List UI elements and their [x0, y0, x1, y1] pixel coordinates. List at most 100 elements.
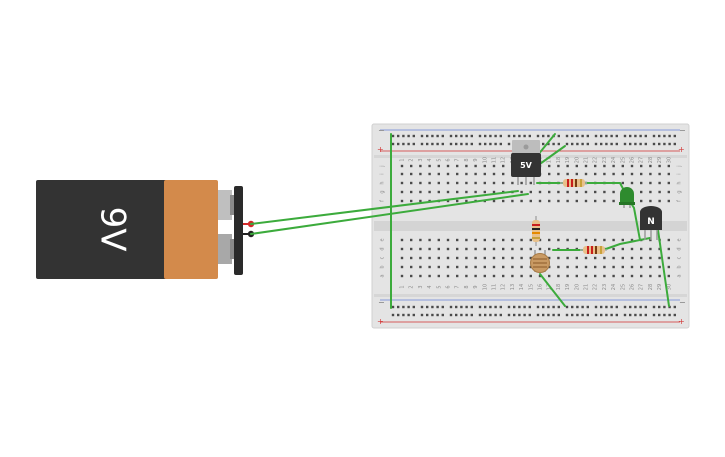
breadboard-hole[interactable]: [542, 305, 545, 309]
breadboard-hole[interactable]: [557, 274, 560, 278]
breadboard-hole[interactable]: [600, 305, 603, 309]
breadboard-hole[interactable]: [419, 199, 422, 203]
breadboard-hole[interactable]: [455, 134, 458, 138]
breadboard-hole[interactable]: [575, 238, 578, 242]
breadboard-hole[interactable]: [400, 274, 404, 278]
photoresistor[interactable]: [530, 250, 550, 273]
breadboard-hole[interactable]: [586, 134, 589, 138]
breadboard-hole[interactable]: [410, 172, 413, 176]
breadboard-hole[interactable]: [658, 313, 661, 317]
breadboard-hole[interactable]: [575, 274, 578, 278]
breadboard-hole[interactable]: [492, 199, 496, 203]
breadboard-hole[interactable]: [470, 305, 473, 309]
breadboard-hole[interactable]: [612, 256, 615, 260]
breadboard-hole[interactable]: [511, 181, 514, 185]
breadboard-hole[interactable]: [586, 313, 589, 317]
breadboard-hole[interactable]: [492, 181, 496, 185]
breadboard-hole[interactable]: [547, 305, 550, 309]
breadboard-hole[interactable]: [456, 164, 459, 168]
breadboard-hole[interactable]: [575, 256, 578, 260]
breadboard-hole[interactable]: [520, 238, 523, 242]
breadboard-hole[interactable]: [507, 134, 511, 138]
breadboard-hole[interactable]: [465, 238, 468, 242]
breadboard-hole[interactable]: [605, 134, 608, 138]
breadboard-hole[interactable]: [400, 247, 404, 251]
breadboard-hole[interactable]: [465, 313, 468, 317]
breadboard-hole[interactable]: [502, 265, 505, 269]
breadboard-hole[interactable]: [652, 142, 656, 146]
breadboard-hole[interactable]: [584, 265, 588, 269]
breadboard-hole[interactable]: [630, 265, 634, 269]
breadboard-hole[interactable]: [652, 313, 656, 317]
breadboard-hole[interactable]: [446, 265, 450, 269]
breadboard-hole[interactable]: [494, 313, 497, 317]
breadboard-hole[interactable]: [523, 134, 526, 138]
breadboard-hole[interactable]: [419, 238, 422, 242]
breadboard-hole[interactable]: [557, 305, 560, 309]
breadboard-hole[interactable]: [649, 247, 652, 251]
breadboard-hole[interactable]: [400, 164, 404, 168]
breadboard-hole[interactable]: [494, 305, 497, 309]
breadboard-hole[interactable]: [419, 247, 422, 251]
breadboard-hole[interactable]: [610, 305, 613, 309]
breadboard-hole[interactable]: [639, 134, 642, 138]
breadboard-hole[interactable]: [552, 142, 555, 146]
breadboard-hole[interactable]: [566, 172, 569, 176]
breadboard-hole[interactable]: [410, 265, 413, 269]
breadboard-hole[interactable]: [460, 134, 463, 138]
breadboard-hole[interactable]: [446, 256, 450, 260]
breadboard-hole[interactable]: [478, 305, 482, 309]
breadboard-hole[interactable]: [575, 199, 578, 203]
breadboard-hole[interactable]: [552, 305, 555, 309]
breadboard-hole[interactable]: [630, 247, 634, 251]
breadboard-hole[interactable]: [446, 199, 450, 203]
breadboard-hole[interactable]: [397, 305, 400, 309]
breadboard-hole[interactable]: [478, 313, 482, 317]
breadboard-hole[interactable]: [478, 134, 482, 138]
wire-battery-negative[interactable]: [250, 193, 529, 235]
breadboard-hole[interactable]: [400, 190, 404, 194]
breadboard-hole[interactable]: [419, 181, 422, 185]
breadboard-hole[interactable]: [658, 305, 661, 309]
breadboard-hole[interactable]: [548, 199, 551, 203]
breadboard-hole[interactable]: [640, 190, 643, 194]
breadboard-hole[interactable]: [470, 134, 473, 138]
breadboard-hole[interactable]: [649, 199, 652, 203]
breadboard-hole[interactable]: [575, 164, 578, 168]
breadboard-hole[interactable]: [667, 190, 670, 194]
breadboard-hole[interactable]: [483, 247, 486, 251]
breadboard-hole[interactable]: [428, 181, 431, 185]
breadboard-hole[interactable]: [584, 190, 588, 194]
breadboard-hole[interactable]: [529, 256, 532, 260]
breadboard-hole[interactable]: [489, 134, 492, 138]
breadboard-hole[interactable]: [548, 172, 551, 176]
breadboard-hole[interactable]: [484, 305, 487, 309]
breadboard-hole[interactable]: [402, 305, 405, 309]
breadboard-hole[interactable]: [523, 305, 526, 309]
breadboard-hole[interactable]: [465, 274, 468, 278]
breadboard-hole[interactable]: [474, 238, 477, 242]
breadboard-hole[interactable]: [548, 274, 551, 278]
breadboard-hole[interactable]: [584, 274, 588, 278]
breadboard-hole[interactable]: [547, 134, 550, 138]
breadboard-hole[interactable]: [507, 142, 511, 146]
breadboard-hole[interactable]: [520, 265, 523, 269]
breadboard-hole[interactable]: [529, 265, 532, 269]
breadboard-hole[interactable]: [547, 142, 550, 146]
breadboard-hole[interactable]: [548, 164, 551, 168]
breadboard-hole[interactable]: [465, 247, 468, 251]
breadboard-hole[interactable]: [436, 134, 439, 138]
breadboard-hole[interactable]: [419, 190, 422, 194]
breadboard-hole[interactable]: [518, 134, 521, 138]
breadboard-hole[interactable]: [667, 265, 670, 269]
breadboard-hole[interactable]: [576, 305, 579, 309]
breadboard-hole[interactable]: [634, 142, 637, 146]
breadboard-hole[interactable]: [603, 274, 606, 278]
breadboard-hole[interactable]: [428, 190, 431, 194]
breadboard-hole[interactable]: [437, 256, 440, 260]
breadboard-hole[interactable]: [557, 265, 560, 269]
breadboard-hole[interactable]: [548, 190, 551, 194]
breadboard-hole[interactable]: [630, 172, 634, 176]
breadboard-hole[interactable]: [492, 172, 496, 176]
breadboard-hole[interactable]: [483, 238, 486, 242]
